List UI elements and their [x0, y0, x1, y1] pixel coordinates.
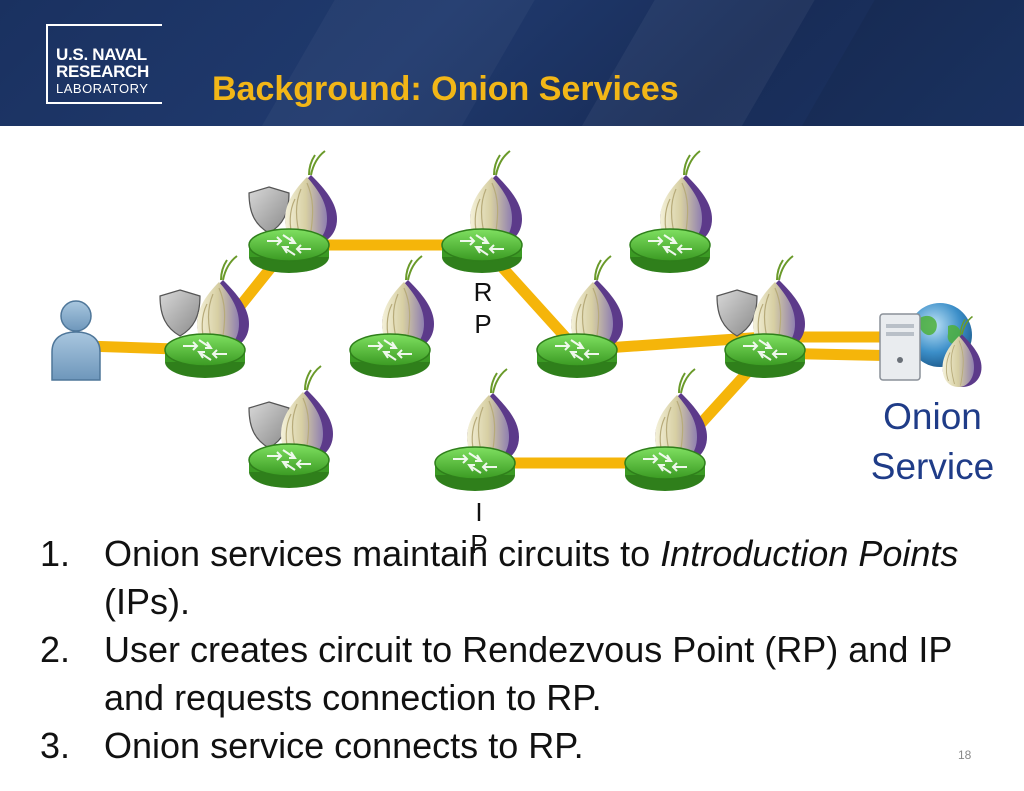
logo-line-1: U.S. NAVAL: [56, 45, 147, 64]
logo-line-3: LABORATORY: [56, 81, 149, 96]
user-icon: [51, 300, 101, 381]
step-item: 3. Onion service connects to RP.: [40, 722, 980, 770]
logo-line-2: RESEARCH: [56, 62, 150, 81]
step-text: Onion service connects to RP.: [104, 725, 584, 766]
relay-node-guard: [159, 255, 250, 379]
step-text-after: (IPs).: [104, 581, 190, 622]
slide-title: Background: Onion Services: [212, 70, 679, 108]
step-item: 2. User creates circuit to Rendezvous Po…: [40, 626, 980, 722]
nrl-logo-frame: [46, 24, 162, 104]
step-item: 1. Onion services maintain circuits to I…: [40, 530, 980, 626]
onion-service-icon: [879, 303, 983, 388]
relay-node-guard: [716, 255, 806, 379]
step-italic-text: Introduction Points: [660, 533, 959, 574]
step-number: 1.: [40, 533, 71, 574]
onion-service-diagram: [51, 150, 983, 492]
relay-node-ip: [434, 368, 520, 492]
step-number: 3.: [40, 725, 71, 766]
relay-node-rp: [441, 150, 523, 274]
step-number: 2.: [40, 629, 71, 670]
relay-node: [624, 368, 708, 492]
relay-node: [629, 150, 713, 274]
relay-node: [248, 365, 334, 489]
page-number: 18: [958, 748, 972, 762]
relay-node: [248, 150, 338, 274]
slide-header: U.S. NAVAL RESEARCH LABORATORY Backgroun…: [0, 0, 1024, 126]
nrl-logo: U.S. NAVAL RESEARCH LABORATORY: [56, 46, 149, 97]
relay-node: [349, 255, 435, 379]
steps-list: 1. Onion services maintain circuits to I…: [40, 530, 980, 770]
step-text: Onion services maintain circuits to: [104, 533, 661, 574]
step-text: User creates circuit to Rendezvous Point…: [104, 629, 952, 718]
